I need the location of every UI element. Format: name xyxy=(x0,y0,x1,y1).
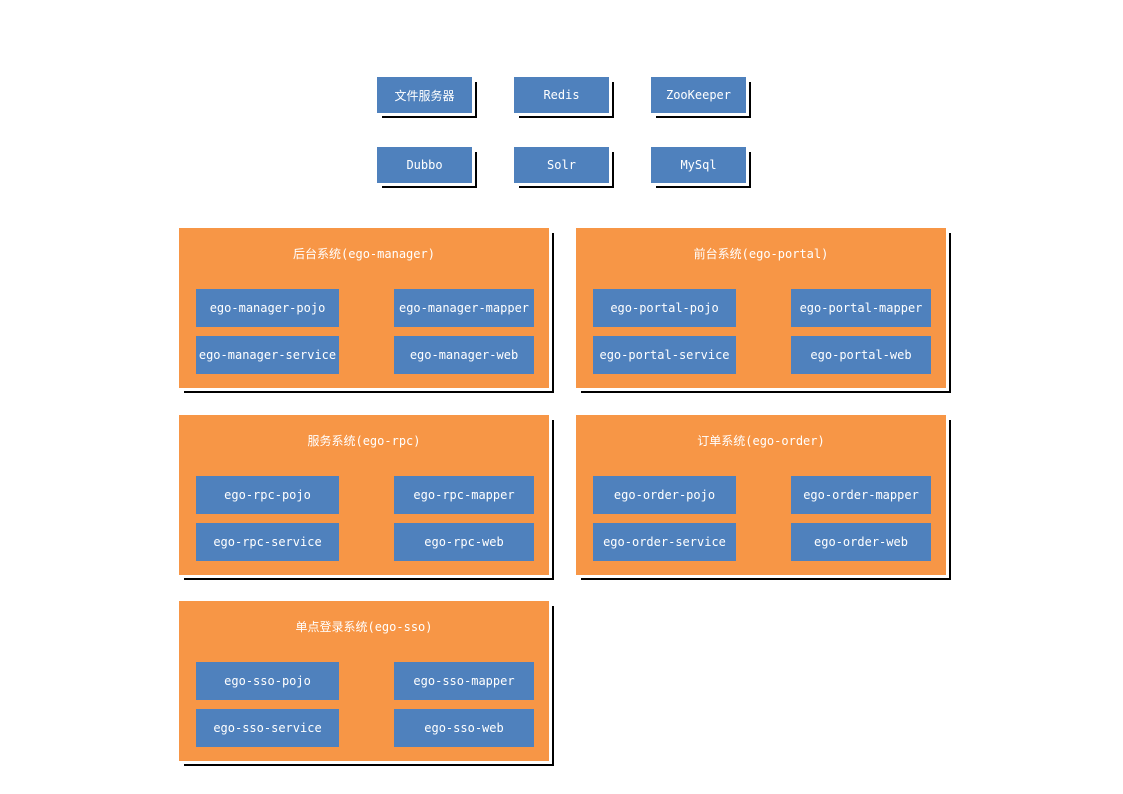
module-ego-sso-pojo: ego-sso-pojo xyxy=(196,662,339,700)
infra-box-redis: Redis xyxy=(514,77,609,113)
module-ego-sso-web: ego-sso-web xyxy=(394,709,534,747)
module-ego-order-mapper: ego-order-mapper xyxy=(791,476,931,514)
module-ego-rpc-web: ego-rpc-web xyxy=(394,523,534,561)
module-ego-manager-web: ego-manager-web xyxy=(394,336,534,374)
module-ego-sso-service: ego-sso-service xyxy=(196,709,339,747)
infra-box-solr: Solr xyxy=(514,147,609,183)
module-ego-order-pojo: ego-order-pojo xyxy=(593,476,736,514)
system-ego-portal: 前台系统(ego-portal) ego-portal-pojo ego-por… xyxy=(576,228,946,388)
module-ego-rpc-pojo: ego-rpc-pojo xyxy=(196,476,339,514)
system-ego-sso: 单点登录系统(ego-sso) ego-sso-pojo ego-sso-map… xyxy=(179,601,549,761)
module-ego-manager-pojo: ego-manager-pojo xyxy=(196,289,339,327)
system-ego-order: 订单系统(ego-order) ego-order-pojo ego-order… xyxy=(576,415,946,575)
module-ego-sso-mapper: ego-sso-mapper xyxy=(394,662,534,700)
system-title: 前台系统(ego-portal) xyxy=(693,247,829,261)
infra-box-file-server: 文件服务器 xyxy=(377,77,472,113)
module-ego-portal-service: ego-portal-service xyxy=(593,336,736,374)
module-ego-rpc-service: ego-rpc-service xyxy=(196,523,339,561)
module-ego-order-service: ego-order-service xyxy=(593,523,736,561)
module-ego-manager-mapper: ego-manager-mapper xyxy=(394,289,534,327)
module-ego-portal-web: ego-portal-web xyxy=(791,336,931,374)
module-ego-manager-service: ego-manager-service xyxy=(196,336,339,374)
system-title: 订单系统(ego-order) xyxy=(697,434,825,448)
system-title: 后台系统(ego-manager) xyxy=(293,247,435,261)
system-title: 单点登录系统(ego-sso) xyxy=(295,620,433,634)
infra-box-zookeeper: ZooKeeper xyxy=(651,77,746,113)
module-ego-order-web: ego-order-web xyxy=(791,523,931,561)
system-ego-manager: 后台系统(ego-manager) ego-manager-pojo ego-m… xyxy=(179,228,549,388)
infra-box-mysql: MySql xyxy=(651,147,746,183)
module-ego-rpc-mapper: ego-rpc-mapper xyxy=(394,476,534,514)
system-ego-rpc: 服务系统(ego-rpc) ego-rpc-pojo ego-rpc-mappe… xyxy=(179,415,549,575)
infra-box-dubbo: Dubbo xyxy=(377,147,472,183)
module-ego-portal-mapper: ego-portal-mapper xyxy=(791,289,931,327)
module-ego-portal-pojo: ego-portal-pojo xyxy=(593,289,736,327)
system-title: 服务系统(ego-rpc) xyxy=(307,434,421,448)
